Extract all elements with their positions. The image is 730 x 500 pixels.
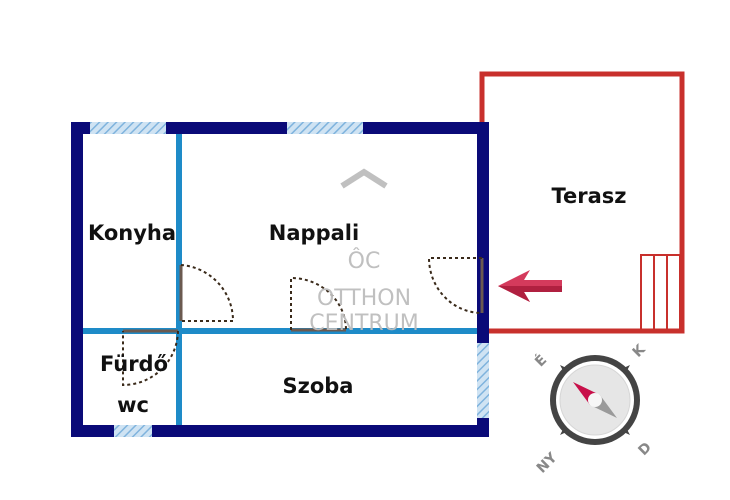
window — [90, 122, 166, 134]
room-label-terasz: Terasz — [551, 184, 626, 208]
compass-west: NY — [534, 449, 561, 476]
terrace-stairs — [640, 254, 681, 332]
room-label-nappali: Nappali — [269, 221, 359, 245]
compass-south: D — [635, 439, 655, 459]
room-label-wc: wc — [117, 393, 149, 417]
compass-icon: É K D NY — [531, 341, 655, 477]
room-label-szoba: Szoba — [283, 374, 354, 398]
door-furdo — [122, 329, 179, 387]
otthon-centrum-watermark: ÔC OTTHON CENTRUM — [309, 168, 419, 336]
outer-walls — [71, 122, 489, 437]
door-entrance — [427, 257, 484, 314]
room-label-furdo: Fürdő — [100, 352, 168, 376]
door-konyha — [179, 264, 235, 322]
room-label-konyha: Konyha — [88, 221, 176, 245]
watermark-line1: OTTHON — [317, 286, 411, 311]
compass-east: K — [630, 341, 650, 361]
window — [477, 343, 489, 418]
watermark-line2: CENTRUM — [309, 311, 419, 336]
partitions — [83, 134, 477, 425]
door-szoba — [290, 276, 347, 332]
compass-north: É — [531, 351, 550, 370]
window — [287, 122, 363, 134]
entrance-arrow-icon — [498, 270, 562, 302]
window — [114, 425, 152, 437]
watermark-logo: ÔC — [348, 248, 381, 274]
